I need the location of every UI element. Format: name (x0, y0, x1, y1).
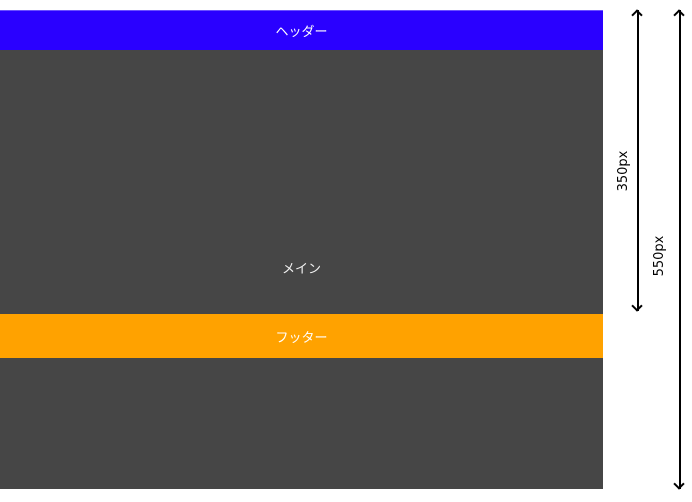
header-label: ヘッダー (275, 25, 328, 40)
arrow-down-icon (673, 478, 685, 490)
footer-block: フッター (0, 314, 603, 358)
footer-label: フッター (275, 330, 328, 346)
arrow-up-icon (631, 9, 643, 21)
dimension-arrow-350 (631, 9, 643, 312)
page-container: ヘッダー メイン フッター (0, 10, 603, 489)
header-block: ヘッダー (0, 10, 603, 50)
dimension-label-550: 550px (652, 235, 667, 277)
dimension-arrow-550 (673, 9, 685, 490)
dimension-label-350: 350px (616, 150, 631, 192)
main-label: メイン (281, 262, 321, 277)
arrow-down-icon (631, 300, 643, 312)
arrow-up-icon (673, 9, 685, 21)
